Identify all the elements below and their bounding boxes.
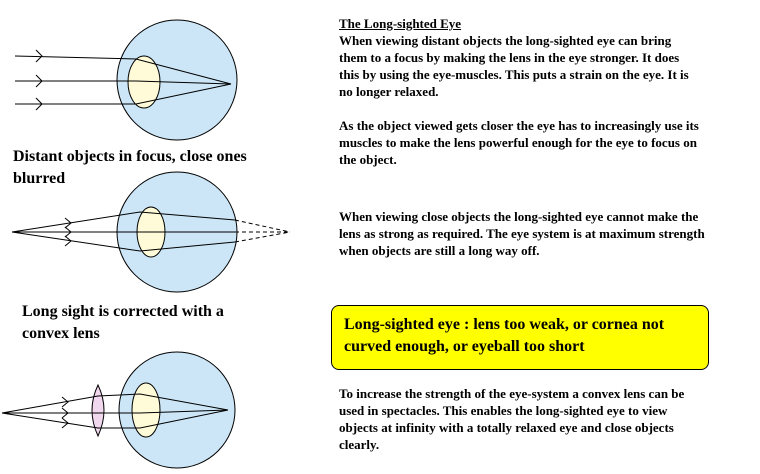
corrected-rays bbox=[1, 393, 229, 429]
eyeball bbox=[116, 19, 238, 141]
eyeball bbox=[118, 351, 236, 469]
close-eye-diagram bbox=[11, 171, 291, 293]
diverging-rays bbox=[11, 211, 236, 252]
distant-eye-diagram bbox=[14, 19, 238, 141]
paragraph-distant: When viewing distant objects the long-si… bbox=[339, 33, 689, 99]
ray-arrows bbox=[61, 396, 69, 429]
eye-diagrams bbox=[1, 19, 291, 469]
caption-distant: Distant objects in focus, close ones blu… bbox=[13, 148, 247, 187]
ray-arrows bbox=[64, 217, 72, 247]
paragraph-correction: To increase the strength of the eye-syst… bbox=[339, 386, 685, 452]
corrected-eye-diagram bbox=[1, 351, 236, 469]
ray-arrows bbox=[35, 49, 43, 111]
virtual-focus-rays bbox=[234, 219, 291, 243]
summary-box: Long-sighted eye : lens too weak, or cor… bbox=[331, 305, 709, 370]
heading: The Long-sighted Eye bbox=[339, 16, 462, 31]
paragraph-close: When viewing close objects the long-sigh… bbox=[339, 209, 705, 258]
eye-lens bbox=[131, 382, 161, 438]
parallel-rays bbox=[14, 55, 232, 105]
convex-spectacle-lens bbox=[91, 383, 105, 438]
caption-corrected: Long sight is corrected with a convex le… bbox=[22, 303, 224, 342]
paragraph-closer: As the object viewed gets closer the eye… bbox=[339, 118, 699, 167]
